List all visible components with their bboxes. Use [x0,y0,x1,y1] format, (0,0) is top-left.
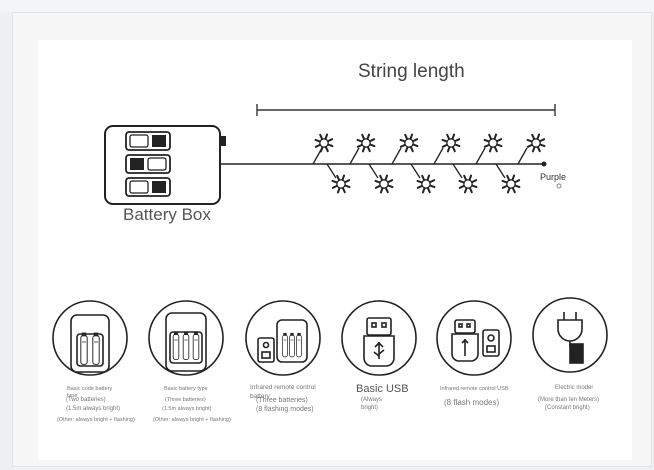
model-1-detail: (1.5m always bright) [66,406,121,412]
battery-box-icon [104,125,226,205]
infrared-remote-battery-model-icon [245,300,321,376]
infrared-remote-usb-model-icon [436,300,512,376]
string-length-label: String length [358,61,465,82]
string-length-measure [256,104,556,116]
string-lights-bottom-row [326,163,521,194]
model-1-note: (Other: always bright + flashing) [57,417,135,423]
model-6-detail-cont: (Constant bright) [545,405,590,411]
model-3-detail: (8 flashing modes) [256,406,314,413]
top-strip [0,0,654,12]
model-3-batteries: (Three batteries) [256,397,308,404]
basic-usb-model-icon [341,300,417,376]
model-1-name-cont: type [67,393,78,399]
model-3-name-cont: battery [250,393,270,400]
model-2-batteries: (Three batteries) [165,397,206,403]
battery-box-label: Battery Box [123,205,211,224]
model-2-name: Basic battery type [164,386,208,392]
string-lights-top-row [312,133,546,165]
model-2-detail: (1.5m always bright) [162,406,212,412]
model-6-detail: (More than ten Meters) [538,397,600,403]
model-5-name: Infrared remote control USB [440,386,509,392]
model-4-detail: (Always [361,397,383,403]
wire-end-cap [541,161,547,167]
electric-plug-model-icon [532,297,608,373]
two-battery-model-icon [52,300,128,376]
end-mark [556,183,562,189]
model-6-name: Electric model [555,385,593,391]
wire-end-label: Purple [540,172,567,182]
model-3-name: Infrared remote control [250,384,316,391]
model-5-detail: (8 flash modes) [444,398,500,407]
three-battery-model-icon [148,300,224,376]
model-1-batteries: (Two batteries) [66,397,106,403]
model-2-note: (Other: always bright + flashing) [153,417,231,423]
model-1-name: Basic code battery [67,386,113,392]
model-4-detail-cont: bright) [361,405,379,411]
model-4-name: Basic USB [356,383,409,395]
